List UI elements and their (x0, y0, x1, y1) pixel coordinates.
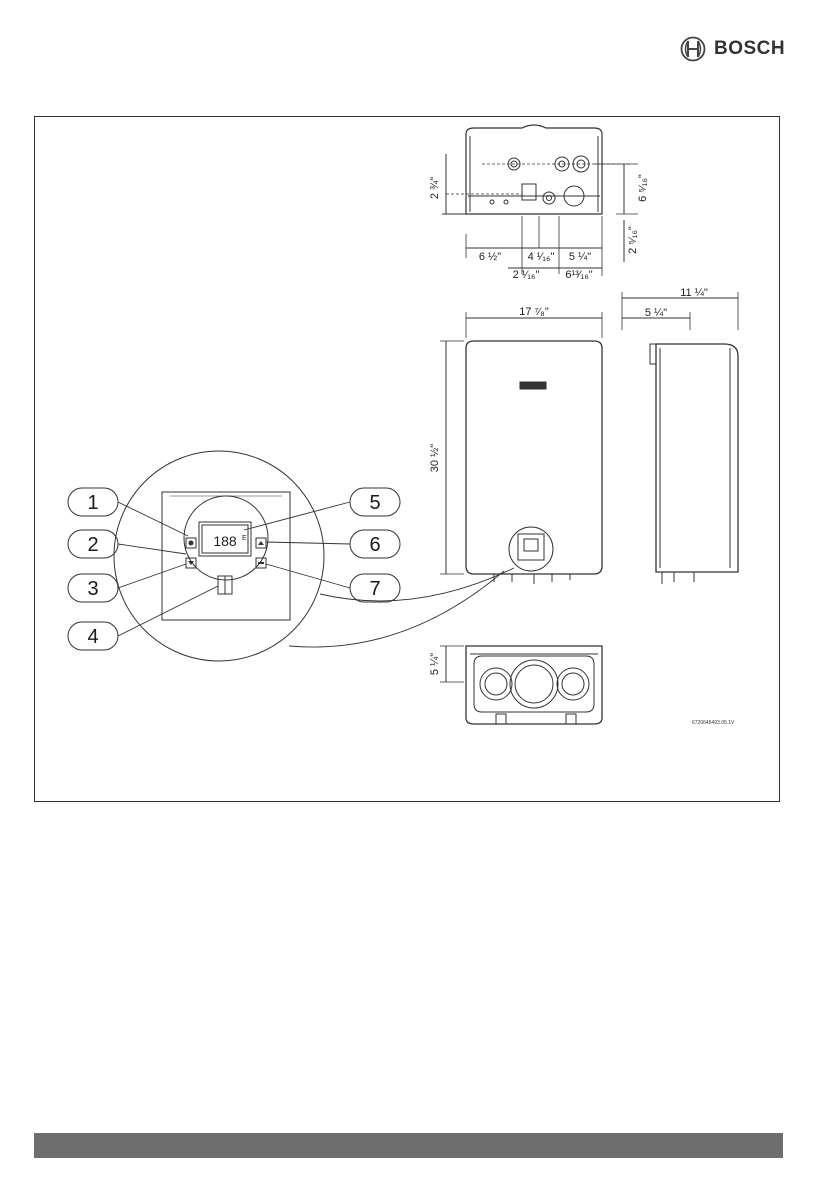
technical-drawing: 2 ¾" 6 ⁵⁄₁₆" 2 ⁵⁄₁₆" 6 ½" 4 ¹⁄₁₆" 5 ¼" 2… (34, 116, 780, 802)
power-button-icon (189, 541, 194, 546)
dim-bottom-right: 5 ¼" (569, 251, 591, 263)
dim-side-inner: 5 ¼" (645, 307, 667, 319)
footer-bar (34, 1133, 783, 1158)
dim-bottom-view-height: 5 ¼" (429, 653, 441, 675)
dim-width: 17 ⁷⁄₈" (519, 306, 549, 318)
minus-button-icon (258, 562, 264, 564)
plus-button-icon (258, 541, 264, 545)
brand-name: BOSCH (714, 38, 785, 60)
bosch-armature-icon (680, 36, 706, 62)
callout-7: 7 (369, 578, 380, 600)
callout-2: 2 (87, 534, 98, 556)
callout-4: 4 (87, 626, 98, 648)
front-view (440, 312, 602, 584)
dim-bottom-left: 6 ½" (479, 251, 501, 263)
dim-bottom-right-small: 6¹³⁄₁₆" (565, 269, 592, 281)
dim-height: 30 ½" (429, 444, 441, 472)
display-digits: 188 (213, 533, 237, 549)
brand-logo: BOSCH (680, 36, 790, 62)
dim-top-height: 2 ¾" (429, 177, 441, 199)
dim-bottom-left-small: 2 ¹⁄₁₆" (513, 269, 540, 281)
bottom-view (440, 646, 602, 724)
dim-right-depth-top: 6 ⁵⁄₁₆" (637, 174, 649, 202)
callout-6: 6 (369, 534, 380, 556)
callout-1: 1 (87, 492, 98, 514)
dim-side-depth: 11 ¼" (680, 287, 708, 299)
dim-right-depth-bottom: 2 ⁵⁄₁₆" (627, 226, 639, 254)
control-panel-detail (114, 451, 514, 661)
display-unit: E (242, 535, 247, 542)
side-view (622, 292, 738, 584)
dim-bottom-mid: 4 ¹⁄₁₆" (528, 251, 555, 263)
callout-3: 3 (87, 578, 98, 600)
figure-code: 6720646493.05.1V (692, 720, 735, 726)
callout-5: 5 (369, 492, 380, 514)
